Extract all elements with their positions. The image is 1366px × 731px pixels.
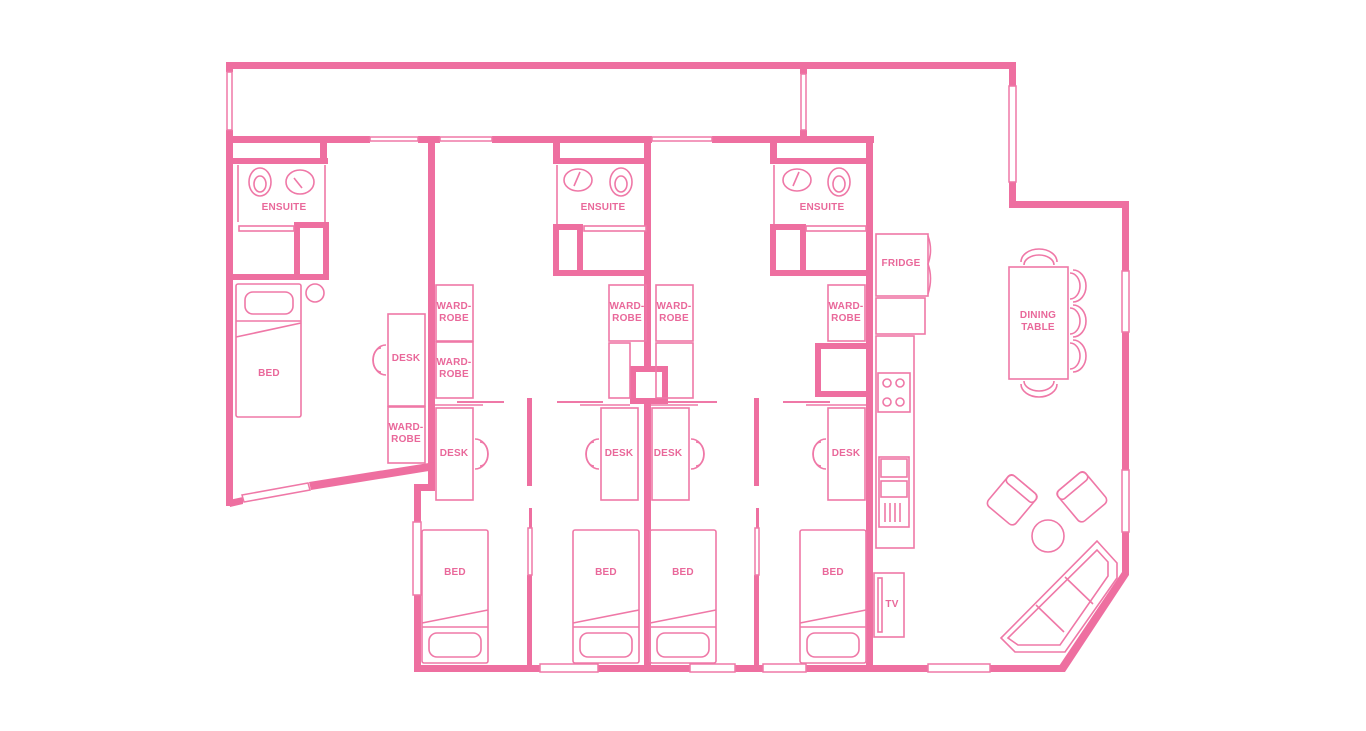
label-fridge: FRIDGE xyxy=(881,258,921,269)
armchair-icon xyxy=(986,473,1038,526)
label-desk: DESK xyxy=(831,448,861,459)
bed-icon xyxy=(572,529,640,664)
label-ensuite: ENSUITE xyxy=(799,202,845,213)
label-desk: DESK xyxy=(653,448,683,459)
label-dining-table: DINING TABLE xyxy=(1019,310,1057,333)
stove-icon xyxy=(877,372,911,413)
bed-icon xyxy=(649,529,717,664)
wardrobe-icon xyxy=(387,406,426,464)
tv-unit xyxy=(873,572,905,638)
label-wardrobe: WARD- ROBE xyxy=(436,301,472,324)
label-bed: BED xyxy=(595,567,617,578)
sofa-icon xyxy=(999,539,1118,653)
label-ensuite: ENSUITE xyxy=(580,202,626,213)
label-bed: BED xyxy=(822,567,844,578)
dining-table-icon xyxy=(1008,266,1069,380)
doors xyxy=(237,165,866,406)
sink-icon xyxy=(782,168,812,192)
chair-icon xyxy=(812,438,827,470)
label-bed: BED xyxy=(672,567,694,578)
wardrobe-icon xyxy=(608,284,647,342)
chair-icon xyxy=(1020,248,1087,398)
coffee-table-icon xyxy=(1031,519,1065,553)
bed-icon xyxy=(235,283,302,418)
label-bed: BED xyxy=(444,567,466,578)
toilet-icon xyxy=(827,167,851,197)
desk-icon xyxy=(435,407,474,501)
chair-icon xyxy=(690,438,705,470)
wardrobe-icon xyxy=(435,284,474,342)
bin-icon xyxy=(305,283,325,303)
armchair-icon xyxy=(1056,470,1108,523)
bed-icon xyxy=(799,529,867,664)
label-desk: DESK xyxy=(391,353,421,364)
label-wardrobe: WARD- ROBE xyxy=(828,301,864,324)
label-wardrobe: WARD- ROBE xyxy=(656,301,692,324)
tv-icon xyxy=(877,577,883,633)
toilet-icon xyxy=(609,167,633,197)
desk-icon xyxy=(600,407,639,501)
label-wardrobe: WARD- ROBE xyxy=(436,357,472,380)
label-bed: BED xyxy=(258,368,280,379)
chair-icon xyxy=(474,438,489,470)
label-wardrobe: WARD- ROBE xyxy=(388,422,424,445)
sink-icon xyxy=(285,169,315,195)
toilet-icon xyxy=(248,167,272,197)
sink-icon xyxy=(878,456,910,528)
label-desk: DESK xyxy=(439,448,469,459)
walls xyxy=(226,62,1129,672)
label-ensuite: ENSUITE xyxy=(261,202,307,213)
bed-icon xyxy=(421,529,489,664)
sink-icon xyxy=(563,168,593,192)
kitchen-counter xyxy=(875,335,915,549)
furniture xyxy=(235,167,1118,664)
wardrobe-icon xyxy=(655,284,694,342)
windows xyxy=(226,71,1130,673)
chair-icon xyxy=(585,438,600,470)
label-desk: DESK xyxy=(604,448,634,459)
desk-icon xyxy=(651,407,690,501)
wardrobe-icon xyxy=(435,341,474,399)
label-tv: TV xyxy=(885,599,899,610)
chair-icon xyxy=(372,344,387,376)
wardrobe-icon xyxy=(827,284,866,342)
label-wardrobe: WARD- ROBE xyxy=(609,301,645,324)
desk-icon xyxy=(827,407,866,501)
desk-icon xyxy=(387,313,426,407)
